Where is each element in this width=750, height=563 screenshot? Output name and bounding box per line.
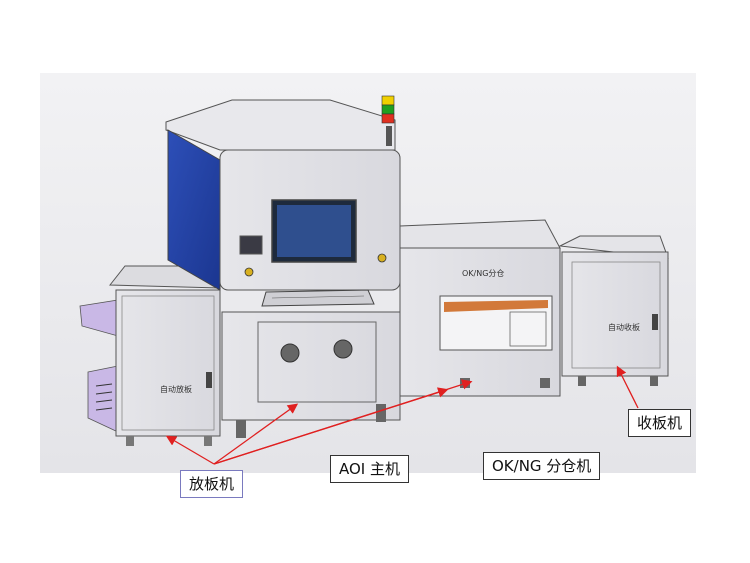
- pointer-arrows: [165, 365, 639, 465]
- sorter-label: OK/NG 分仓机: [483, 452, 601, 480]
- svg-text:OK/NG分仓: OK/NG分仓: [462, 268, 504, 278]
- sorter-machine: OK/NG分仓: [399, 219, 561, 397]
- unloader-label: 收板机: [628, 409, 692, 437]
- aoi-main-label: AOI 主机: [330, 455, 409, 483]
- aoi-main-machine: [165, 95, 401, 438]
- svg-text:自动放板: 自动放板: [160, 384, 192, 394]
- loader-machine: 自动放板: [79, 265, 221, 446]
- svg-text:自动收板: 自动收板: [608, 322, 640, 332]
- unloader-machine: 自动收板: [558, 235, 669, 386]
- loader-label: 放板机: [180, 470, 244, 498]
